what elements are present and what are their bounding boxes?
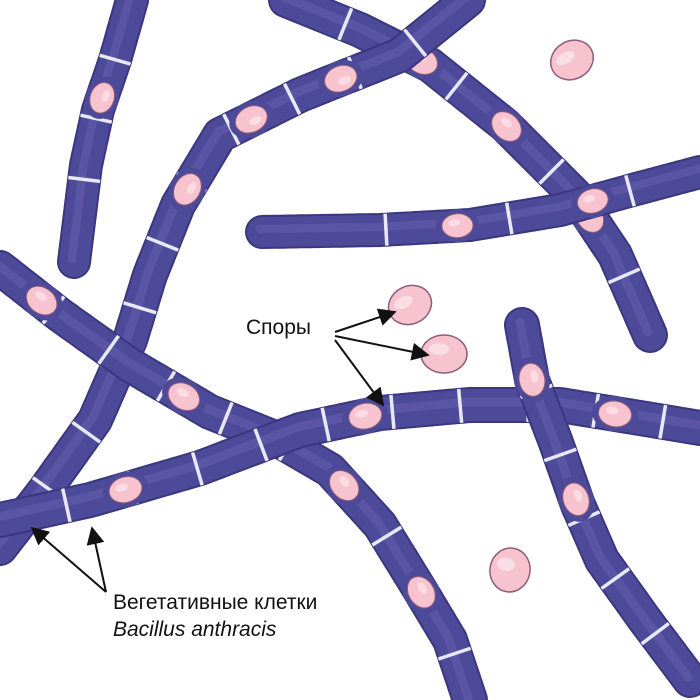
- cell-septum: [437, 646, 472, 661]
- arrows: [30, 308, 430, 593]
- spores-label: Споры: [246, 316, 311, 339]
- cell-septum: [99, 53, 131, 66]
- arrow-vegetative-1: [30, 526, 107, 593]
- free-spore: [549, 39, 595, 81]
- cell-septum: [600, 567, 631, 590]
- chain-lower-long: [0, 387, 700, 538]
- cell-septum: [504, 202, 514, 235]
- cell-septum: [253, 428, 269, 462]
- arrow-vegetative-2: [86, 526, 107, 593]
- species-name-label: Bacillus anthracis: [113, 618, 277, 641]
- chain-big-arc: [0, 0, 486, 566]
- cell-septum: [456, 388, 464, 423]
- cell-septum: [543, 447, 577, 463]
- cell-septum: [624, 174, 636, 207]
- cell-septum: [337, 7, 354, 41]
- cell-septum: [68, 175, 101, 184]
- cell-septum: [146, 235, 179, 252]
- arrow-spore-3: [334, 339, 385, 407]
- cell-septum: [60, 488, 72, 523]
- cell-septum: [80, 113, 113, 124]
- cell-septum: [371, 525, 403, 547]
- cell-septum: [607, 267, 641, 285]
- cell-septum: [217, 401, 234, 435]
- arrow-spore-2: [334, 335, 430, 361]
- cell-septum: [403, 28, 428, 58]
- cell-septum: [282, 82, 302, 115]
- chain-right-vertical: [504, 307, 700, 698]
- cell-septum: [97, 334, 120, 365]
- arrow-spore-1: [334, 308, 397, 333]
- cell-septum: [389, 394, 396, 429]
- cell-septum: [383, 213, 389, 246]
- free-spore: [489, 547, 531, 593]
- cell-septum: [538, 158, 565, 185]
- chain-diagonal-top-right: [268, 0, 668, 353]
- chain-top-left-vertical: [57, 0, 149, 279]
- cell-septum: [123, 301, 157, 315]
- cell-septum: [640, 622, 670, 646]
- cell-septum: [444, 71, 469, 101]
- cell-septum: [71, 420, 102, 444]
- free-spore: [387, 284, 433, 326]
- free-spores: [387, 39, 595, 593]
- chain-middle-horizontal: [245, 155, 700, 249]
- cell-septum: [320, 407, 331, 442]
- vegetative-cells-label: Вегетативные клетки: [113, 591, 317, 614]
- cell-septum: [190, 451, 204, 486]
- cell-septum: [658, 404, 668, 439]
